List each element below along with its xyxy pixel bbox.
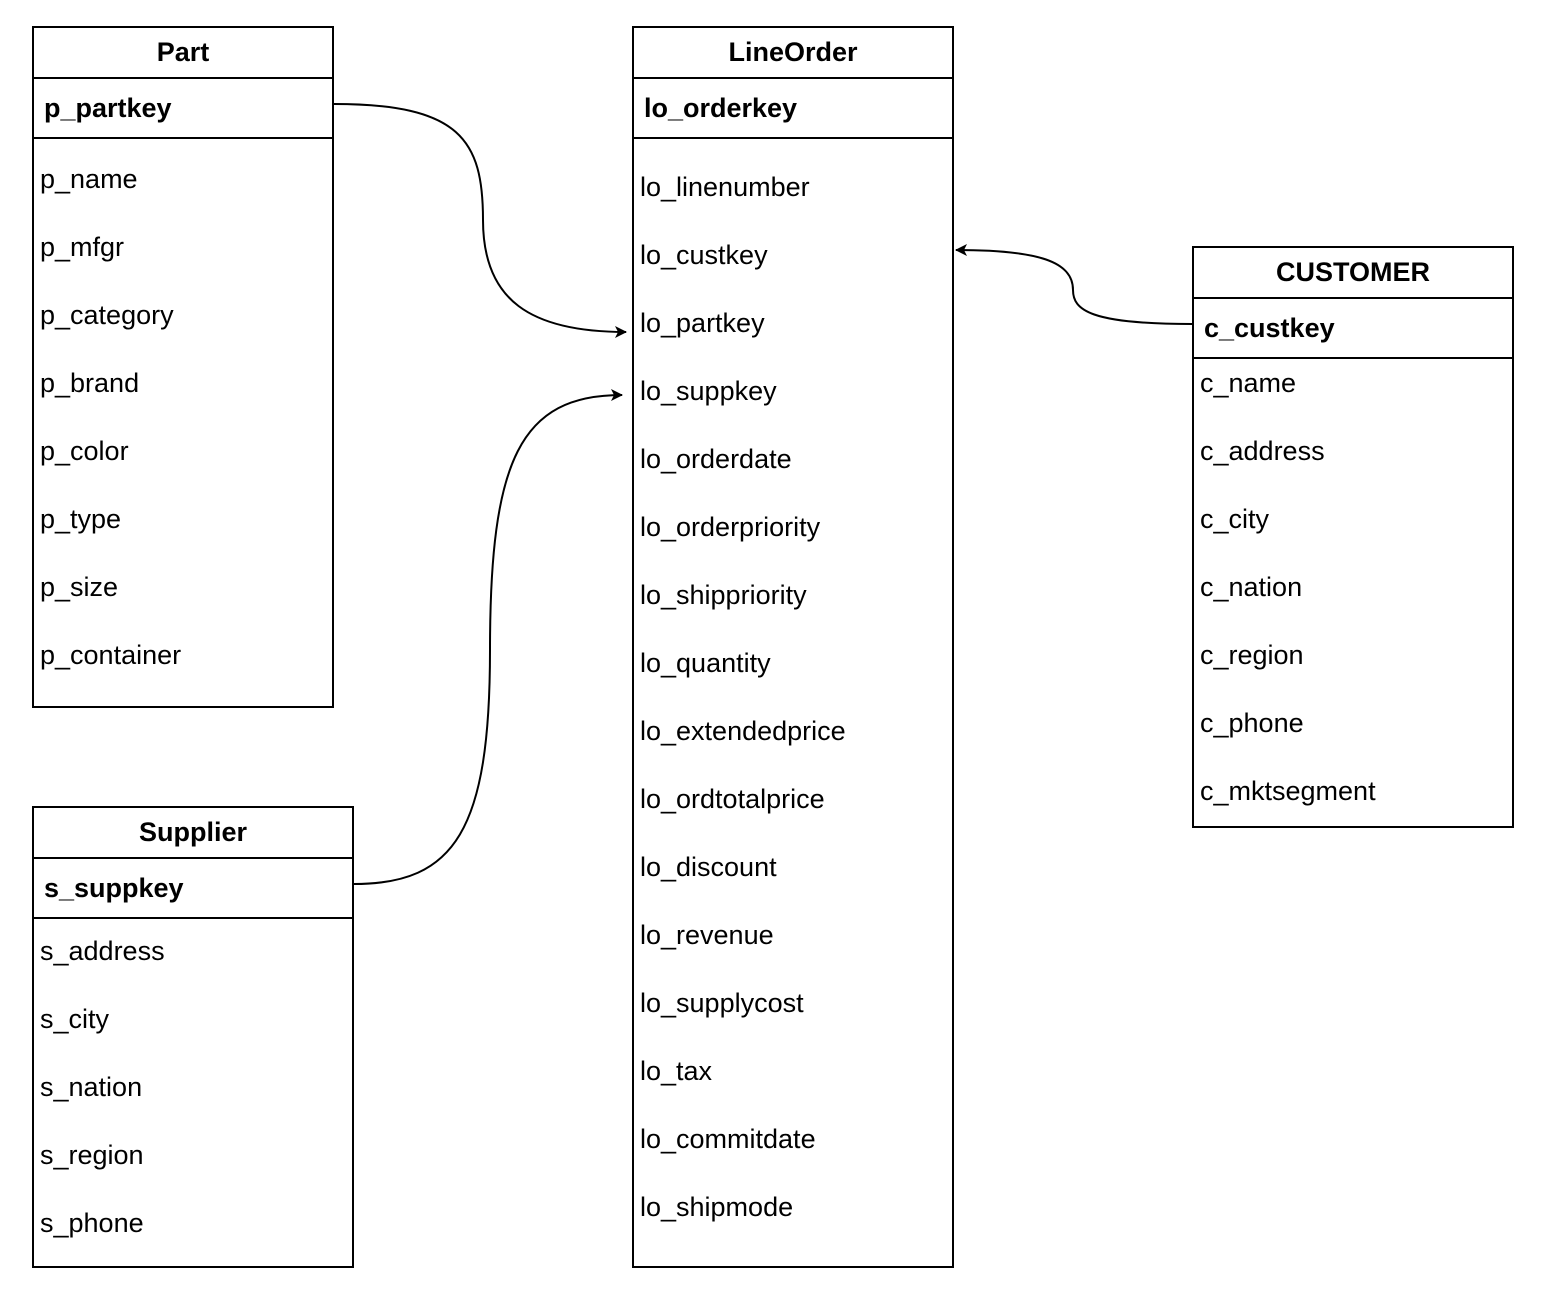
- primary-key: c_custkey: [1194, 299, 1512, 359]
- entity-part[interactable]: Part p_partkey p_name p_mfgr p_category …: [32, 26, 334, 708]
- entity-lineorder[interactable]: LineOrder lo_orderkey lo_linenumber lo_c…: [632, 26, 954, 1268]
- entity-title: Supplier: [34, 808, 352, 859]
- attribute: lo_discount: [640, 852, 777, 882]
- primary-key: s_suppkey: [34, 859, 352, 919]
- attribute: p_brand: [40, 368, 140, 398]
- attribute: c_phone: [1200, 708, 1304, 738]
- attribute: p_type: [40, 504, 122, 534]
- connector-supplier-to-lineorder: [353, 389, 623, 885]
- attribute: lo_suppkey: [640, 376, 777, 406]
- entity-title: LineOrder: [634, 28, 952, 79]
- entity-supplier[interactable]: Supplier s_suppkey s_address s_city s_na…: [32, 806, 354, 1268]
- attribute: s_nation: [40, 1072, 143, 1102]
- attribute: c_nation: [1200, 572, 1303, 602]
- attribute: lo_commitdate: [640, 1124, 816, 1154]
- entity-title: CUSTOMER: [1194, 248, 1512, 299]
- connector-customer-to-lineorder: [955, 244, 1193, 325]
- attribute: s_region: [40, 1140, 144, 1170]
- attribute: p_size: [40, 572, 119, 602]
- attribute: c_name: [1200, 368, 1297, 398]
- attribute: p_category: [40, 300, 174, 330]
- entity-customer[interactable]: CUSTOMER c_custkey c_name c_address c_ci…: [1192, 246, 1514, 828]
- attribute: c_mktsegment: [1200, 776, 1376, 806]
- connector-part-to-lineorder: [333, 103, 627, 338]
- attribute: c_address: [1200, 436, 1325, 466]
- entity-title: Part: [34, 28, 332, 79]
- attribute: lo_shippriority: [640, 580, 807, 610]
- attribute: lo_partkey: [640, 308, 765, 338]
- attribute: p_container: [40, 640, 182, 670]
- attribute: lo_extendedprice: [640, 716, 846, 746]
- attribute: p_color: [40, 436, 129, 466]
- attribute: c_city: [1200, 504, 1270, 534]
- attribute: s_address: [40, 936, 165, 966]
- attribute: lo_orderpriority: [640, 512, 821, 542]
- attribute: p_name: [40, 164, 138, 194]
- primary-key: lo_orderkey: [634, 79, 952, 139]
- attribute: lo_linenumber: [640, 172, 810, 202]
- attribute: lo_ordtotalprice: [640, 784, 825, 814]
- attribute: p_mfgr: [40, 232, 125, 262]
- attribute: lo_supplycost: [640, 988, 804, 1018]
- attribute: lo_quantity: [640, 648, 771, 678]
- attribute: lo_shipmode: [640, 1192, 794, 1222]
- attribute: lo_revenue: [640, 920, 774, 950]
- primary-key: p_partkey: [34, 79, 332, 139]
- attribute: s_phone: [40, 1208, 144, 1238]
- attribute: lo_custkey: [640, 240, 768, 270]
- attribute: lo_orderdate: [640, 444, 792, 474]
- attribute: c_region: [1200, 640, 1304, 670]
- attribute: s_city: [40, 1004, 110, 1034]
- attribute: lo_tax: [640, 1056, 713, 1086]
